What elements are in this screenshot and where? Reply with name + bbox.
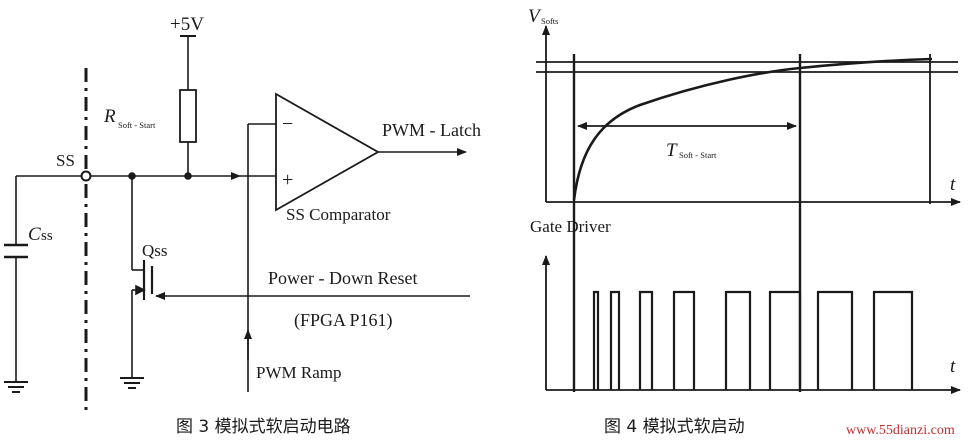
power-down-reset-label: Power - Down Reset	[268, 268, 417, 288]
resistor-label-sub: Soft - Start	[118, 120, 156, 130]
fpga-label: (FPGA P161)	[294, 310, 393, 331]
gate-pulse	[672, 290, 696, 390]
qss-body-arrow	[135, 284, 146, 296]
gate-pulse	[724, 290, 752, 390]
gate-driver-pulses	[592, 290, 914, 390]
figure-4-caption: 图 4 模拟式软启动	[604, 417, 745, 437]
qss-label: Qss	[142, 241, 168, 260]
bottom-t-label: t	[950, 356, 956, 377]
vsoft-axis-sub: Softs	[541, 16, 558, 26]
interval-label-sub: Soft - Start	[679, 150, 717, 160]
gate-pulse	[872, 290, 914, 390]
soft-start-circuit	[4, 35, 470, 412]
pwm-latch-label: PWM - Latch	[382, 120, 481, 140]
interval-label: T	[666, 140, 678, 161]
css-label-sub: ss	[41, 228, 53, 244]
ss-node	[80, 170, 92, 182]
gate-pulse	[592, 290, 600, 390]
vsoft-axis-label: V	[528, 6, 542, 27]
gate-pulse	[768, 290, 802, 390]
ss-comparator-label: SS Comparator	[286, 205, 391, 224]
gate-driver-label: Gate Driver	[530, 217, 611, 236]
gate-pulse	[638, 290, 654, 390]
ground-icon	[4, 381, 28, 393]
watermark: www.55dianzi.com	[846, 423, 955, 438]
top-t-label: t	[950, 174, 956, 195]
resistor-label: R	[103, 106, 116, 127]
pwm-ramp-label: PWM Ramp	[256, 363, 341, 382]
figure-3-caption: 图 3 模拟式软启动电路	[176, 417, 351, 437]
soft-start-waveforms	[536, 25, 961, 394]
supply-label: +5V	[170, 14, 204, 35]
soft-start-resistor	[179, 89, 197, 143]
comparator-plus-sign: +	[282, 169, 293, 191]
gate-pulse	[816, 290, 854, 390]
comparator-minus-sign: −	[282, 113, 293, 135]
ss-node-label: SS	[56, 151, 75, 170]
qss-ground-icon	[120, 377, 144, 389]
gate-pulse	[609, 290, 621, 390]
soft-start-voltage-curve	[572, 57, 933, 201]
css-label: C	[28, 224, 41, 245]
ss-comparator-triangle	[275, 92, 380, 212]
